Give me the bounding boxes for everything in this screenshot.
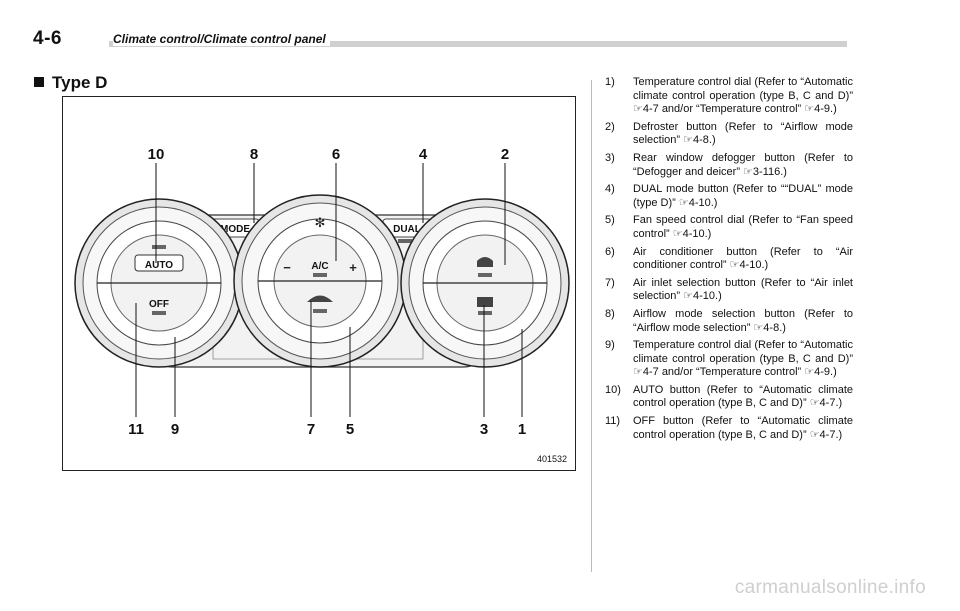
callout-7: 7 — [307, 421, 315, 438]
list-item: 10) AUTO button (Refer to “Automatic clim… — [605, 384, 853, 411]
item-number: 2) — [605, 120, 615, 133]
defroster-icon — [477, 257, 493, 267]
list-item: 8) Airflow mode selection button (Refer t… — [605, 308, 853, 335]
callout-8: 8 — [250, 146, 258, 163]
rear-defogger-icon — [477, 297, 493, 307]
page-number: 4-6 — [33, 28, 62, 49]
off-label: OFF — [149, 299, 169, 310]
item-number: 6) — [605, 245, 615, 258]
column-divider — [591, 80, 592, 572]
page-header: 4-6 Climate control/Climate control pane… — [33, 28, 848, 52]
callout-6: 6 — [332, 146, 340, 163]
watermark: carmanualsonline.info — [734, 577, 926, 598]
item-text: Temperature control dial (Refer to “Auto… — [633, 76, 853, 116]
list-item: 4) DUAL mode button (Refer to ““DUAL” mod… — [605, 183, 853, 210]
header-title: Climate control/Climate control panel — [113, 32, 330, 46]
fan-minus-icon: − — [283, 260, 291, 275]
figure-id: 401532 — [536, 454, 567, 464]
item-number: 11) — [605, 415, 621, 428]
climate-panel-figure: MODE DUAL AUTO OFF ✻ − + A/C — [62, 96, 576, 471]
list-item: 1) Temperature control dial (Refer to “Au… — [605, 76, 853, 117]
item-number: 8) — [605, 307, 615, 320]
callout-4: 4 — [419, 146, 428, 163]
air-inlet-icon — [307, 295, 333, 302]
list-item: 2) Defroster button (Refer to “Airflow mo… — [605, 121, 853, 148]
header-rule — [109, 41, 847, 47]
list-item: 7) Air inlet selection button (Refer to “… — [605, 277, 853, 304]
item-number: 9) — [605, 339, 615, 352]
list-item: 3) Rear window defogger button (Refer to … — [605, 152, 853, 179]
item-number: 5) — [605, 214, 615, 227]
item-text: Defroster button (Refer to “Airflow mode… — [633, 120, 853, 147]
item-text: Air inlet selection button (Refer to “Ai… — [633, 276, 853, 303]
item-text: DUAL mode button (Refer to ““DUAL” mode … — [633, 183, 853, 209]
item-text: Air conditioner button (Refer to “Air co… — [633, 245, 853, 272]
fan-icon: ✻ — [315, 215, 326, 230]
item-text: OFF button (Refer to “Automatic climate … — [633, 415, 853, 441]
climate-panel-illustration: MODE DUAL AUTO OFF ✻ − + A/C — [74, 146, 570, 438]
callout-lines — [135, 163, 523, 417]
item-text: Rear window defogger button (Refer to “D… — [633, 151, 853, 178]
item-text: Fan speed control dial (Refer to “Fan sp… — [633, 214, 853, 240]
item-text: AUTO button (Refer to “Automatic climate… — [633, 383, 853, 410]
list-item: 5) Fan speed control dial (Refer to “Fan … — [605, 214, 853, 241]
ac-label: A/C — [311, 261, 328, 272]
callout-1: 1 — [518, 421, 526, 438]
left-temperature-dial: AUTO OFF — [74, 198, 244, 368]
auto-label: AUTO — [145, 260, 173, 271]
component-list: 1) Temperature control dial (Refer to “Au… — [605, 76, 853, 446]
mode-label: MODE — [220, 224, 250, 235]
right-temperature-dial — [400, 198, 570, 368]
callout-3: 3 — [480, 421, 488, 438]
callout-10: 10 — [148, 146, 165, 163]
item-number: 4) — [605, 183, 615, 196]
item-text: Airflow mode selection button (Refer to … — [633, 307, 853, 334]
item-text: Temperature control dial (Refer to “Auto… — [633, 339, 853, 379]
callout-2: 2 — [501, 146, 509, 163]
list-item: 6) Air conditioner button (Refer to “Air … — [605, 246, 853, 273]
item-number: 3) — [605, 151, 615, 164]
item-number: 10) — [605, 383, 621, 396]
dual-label: DUAL — [393, 224, 421, 235]
section-heading: Type D — [34, 73, 107, 93]
callout-5: 5 — [346, 421, 354, 438]
callout-9: 9 — [171, 421, 179, 438]
item-number: 7) — [605, 276, 615, 289]
list-item: 11) OFF button (Refer to “Automatic clima… — [605, 415, 853, 442]
callout-11: 11 — [128, 421, 144, 438]
list-item: 9) Temperature control dial (Refer to “Au… — [605, 339, 853, 380]
center-fan-dial: ✻ − + A/C — [233, 194, 407, 368]
bullet-square-icon — [34, 77, 44, 87]
item-number: 1) — [605, 76, 615, 88]
fan-plus-icon: + — [349, 260, 357, 275]
section-title: Type D — [52, 73, 108, 92]
